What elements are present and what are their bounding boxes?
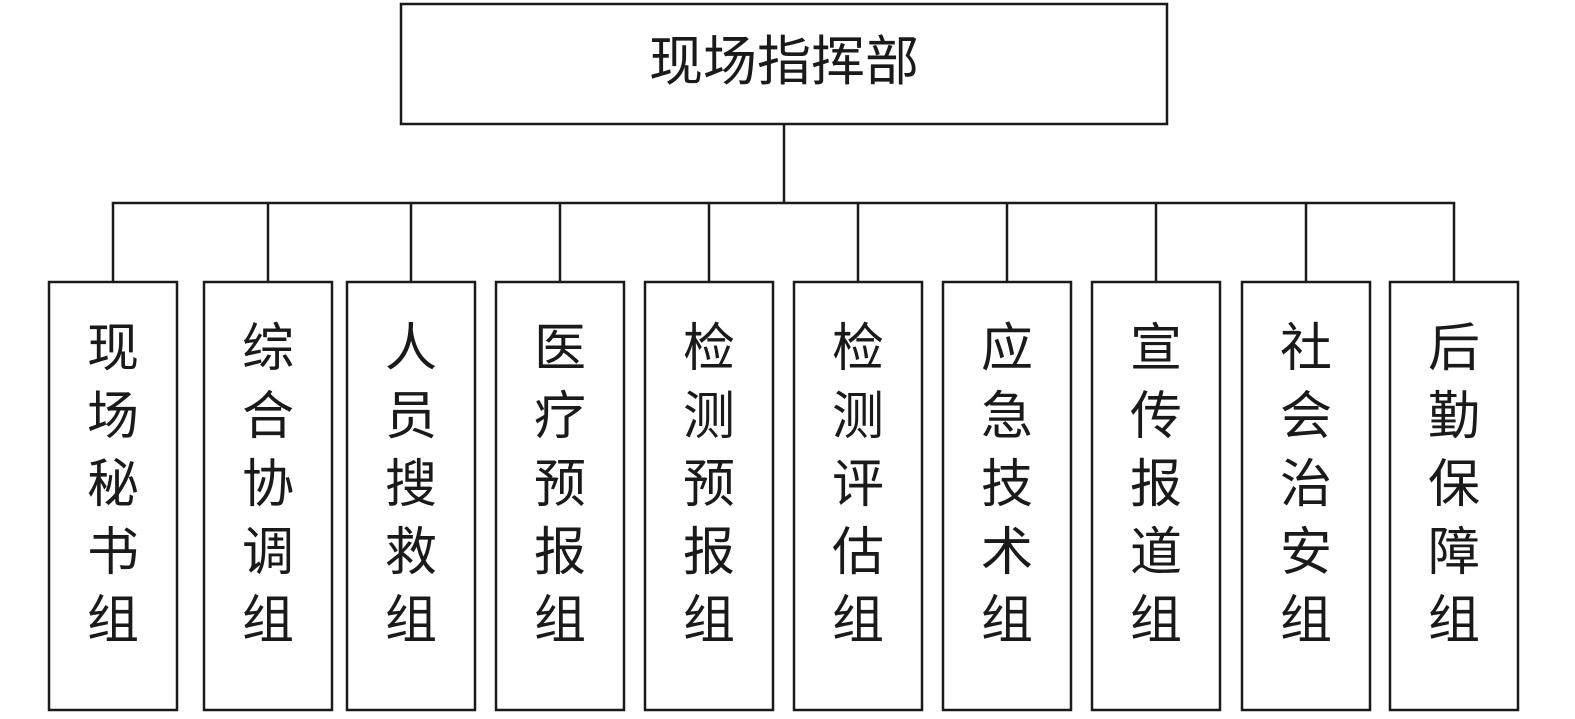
child-label: 后勤保障组: [1428, 319, 1480, 651]
child-box: [494, 280, 626, 712]
child-label: 医疗预报组: [534, 319, 586, 651]
child-label-char: 会: [1280, 387, 1332, 447]
child-label-char: 现: [87, 319, 139, 379]
child-label-char: 组: [87, 591, 139, 651]
child-label-char: 综: [242, 319, 294, 379]
child-label-char: 应: [981, 319, 1033, 379]
child-label-char: 预: [534, 455, 586, 515]
child-label-char: 人: [385, 319, 437, 379]
child-box: [643, 280, 775, 712]
child-box: [1090, 280, 1222, 712]
child-label-char: 疗: [534, 387, 586, 447]
child-node: 社会治安组: [1240, 280, 1372, 712]
child-label-char: 测: [832, 387, 884, 447]
child-label-char: 测: [683, 387, 735, 447]
child-label-char: 术: [981, 523, 1033, 583]
child-box: [792, 280, 924, 712]
child-label-char: 宣: [1130, 319, 1182, 379]
child-box: [47, 280, 179, 712]
child-label-char: 保: [1428, 455, 1480, 515]
child-label-char: 检: [683, 319, 735, 379]
child-label-char: 组: [683, 591, 735, 651]
child-box: [202, 280, 334, 712]
child-label: 检测评估组: [832, 319, 884, 651]
child-box: [345, 280, 477, 712]
child-label-char: 障: [1428, 523, 1480, 583]
child-label-char: 道: [1130, 523, 1182, 583]
child-label-char: 急: [981, 387, 1033, 447]
child-label-char: 组: [832, 591, 884, 651]
child-label-char: 组: [534, 591, 586, 651]
child-label-char: 医: [534, 319, 586, 379]
child-label-char: 场: [87, 387, 139, 447]
child-label-char: 搜: [385, 455, 437, 515]
root-box: [399, 2, 1169, 126]
connectors: [111, 124, 1456, 282]
child-label-char: 报: [1130, 455, 1182, 515]
root-label: 现场指挥部: [649, 30, 919, 93]
child-node: 医疗预报组: [494, 280, 626, 712]
child-label-char: 员: [385, 387, 437, 447]
child-node: 宣传报道组: [1090, 280, 1222, 712]
child-box: [941, 280, 1073, 712]
child-label: 检测预报组: [683, 319, 735, 651]
child-label-char: 社: [1280, 319, 1332, 379]
child-label-char: 救: [385, 523, 437, 583]
child-label: 现场秘书组: [87, 319, 139, 651]
child-node: 综合协调组: [202, 280, 334, 712]
child-label-char: 技: [981, 455, 1033, 515]
child-label-char: 组: [1428, 591, 1480, 651]
child-node: 人员搜救组: [345, 280, 477, 712]
child-label-char: 协: [242, 455, 294, 515]
child-node: 检测预报组: [643, 280, 775, 712]
child-label-char: 评: [832, 455, 884, 515]
child-label: 应急技术组: [981, 319, 1033, 651]
child-label-char: 组: [1130, 591, 1182, 651]
child-label: 人员搜救组: [385, 319, 437, 651]
child-label-char: 预: [683, 455, 735, 515]
child-label-char: 秘: [87, 455, 139, 515]
child-node: 现场秘书组: [47, 280, 179, 712]
child-label: 社会治安组: [1280, 319, 1332, 651]
child-node: 后勤保障组: [1388, 280, 1520, 712]
child-box: [1240, 280, 1372, 712]
child-label-char: 报: [683, 523, 735, 583]
child-node: 应急技术组: [941, 280, 1073, 712]
child-node: 检测评估组: [792, 280, 924, 712]
child-label: 综合协调组: [242, 319, 294, 651]
child-label-char: 报: [534, 523, 586, 583]
child-label-char: 安: [1280, 523, 1332, 583]
child-label-char: 书: [87, 523, 139, 583]
child-nodes: 现场秘书组综合协调组人员搜救组医疗预报组检测预报组检测评估组应急技术组宣传报道组…: [47, 280, 1520, 712]
child-label-char: 后: [1428, 319, 1480, 379]
child-label-char: 组: [242, 591, 294, 651]
child-label-char: 治: [1280, 455, 1332, 515]
child-box: [1388, 280, 1520, 712]
child-label-char: 组: [385, 591, 437, 651]
child-label-char: 勤: [1428, 387, 1480, 447]
child-label-char: 估: [832, 523, 884, 583]
child-label-char: 合: [242, 387, 294, 447]
child-label-char: 组: [981, 591, 1033, 651]
child-label-char: 检: [832, 319, 884, 379]
child-label: 宣传报道组: [1130, 319, 1182, 651]
child-label-char: 组: [1280, 591, 1332, 651]
child-label-char: 传: [1130, 387, 1182, 447]
child-label-char: 调: [242, 523, 294, 583]
root-node: 现场指挥部: [399, 2, 1169, 126]
